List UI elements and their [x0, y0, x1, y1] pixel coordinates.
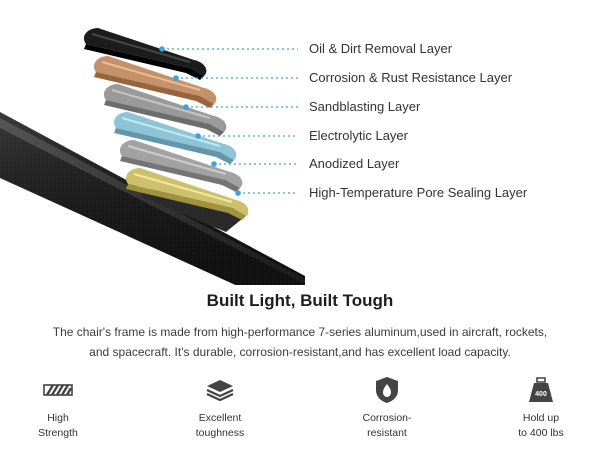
leader-dot: [235, 190, 241, 196]
strip-corrosion-rust: [93, 56, 217, 108]
feature-toughness: Excellent toughness: [160, 376, 280, 441]
leader-dot: [183, 104, 189, 110]
layer-label-pore-sealing: High-Temperature Pore Sealing Layer: [309, 185, 528, 200]
leader-dot: [195, 133, 201, 139]
layer-label-corrosion-rust: Corrosion & Rust Resistance Layer: [309, 70, 513, 85]
feature-label-line2: Strength: [38, 427, 78, 439]
layer-label-oil-dirt: Oil & Dirt Removal Layer: [309, 41, 453, 56]
feature-label-line1: High: [47, 412, 69, 424]
strip-electrolytic: [113, 112, 237, 164]
feature-label-line2: toughness: [195, 427, 245, 439]
feature-label-line2: to 400 lbs: [518, 427, 564, 439]
leader-lines: [159, 46, 298, 196]
description-line-2: and spacecraft. It's durable, corrosion-…: [89, 345, 511, 359]
layer-label-anodized: Anodized Layer: [309, 156, 400, 171]
headline: Built Light, Built Tough: [206, 291, 394, 310]
feature-row: High Strength Excellent toughness Corros…: [0, 376, 600, 450]
coating-layers: [83, 28, 249, 220]
stacked-layers-icon: [206, 380, 234, 402]
strip-sandblasting: [103, 84, 227, 136]
leader-dot: [173, 75, 179, 81]
feature-label-line1: Corrosion-: [362, 412, 412, 424]
weight-badge-text: 400: [535, 391, 547, 398]
description: The chair's frame is made from high-perf…: [18, 322, 582, 362]
strip-pore-sealing: [125, 168, 249, 220]
weight-400-icon: 400: [529, 377, 553, 402]
strip-anodized: [119, 140, 243, 192]
leader-dot: [211, 161, 217, 167]
layer-label-electrolytic: Electrolytic Layer: [309, 128, 408, 143]
tube-layers-graphic: [0, 28, 305, 285]
shield-drop-icon: [376, 377, 398, 403]
strip-oil-dirt: [83, 28, 207, 80]
feature-label-line1: Hold up: [522, 412, 560, 424]
description-line-1: The chair's frame is made from high-perf…: [52, 325, 548, 339]
striped-bar-icon: [43, 384, 73, 396]
feature-label-line1: Excellent: [198, 412, 242, 424]
hero-illustration: Oil & Dirt Removal Layer Corrosion & Rus…: [0, 28, 528, 285]
leader-dot: [159, 46, 165, 52]
feature-load-capacity: 400 Hold up to 400 lbs: [481, 376, 600, 441]
layer-label-sandblasting: Sandblasting Layer: [309, 99, 421, 114]
feature-label-line2: resistant: [367, 427, 407, 439]
feature-high-strength: High Strength: [0, 376, 118, 441]
feature-corrosion-resistant: Corrosion- resistant: [327, 376, 447, 441]
